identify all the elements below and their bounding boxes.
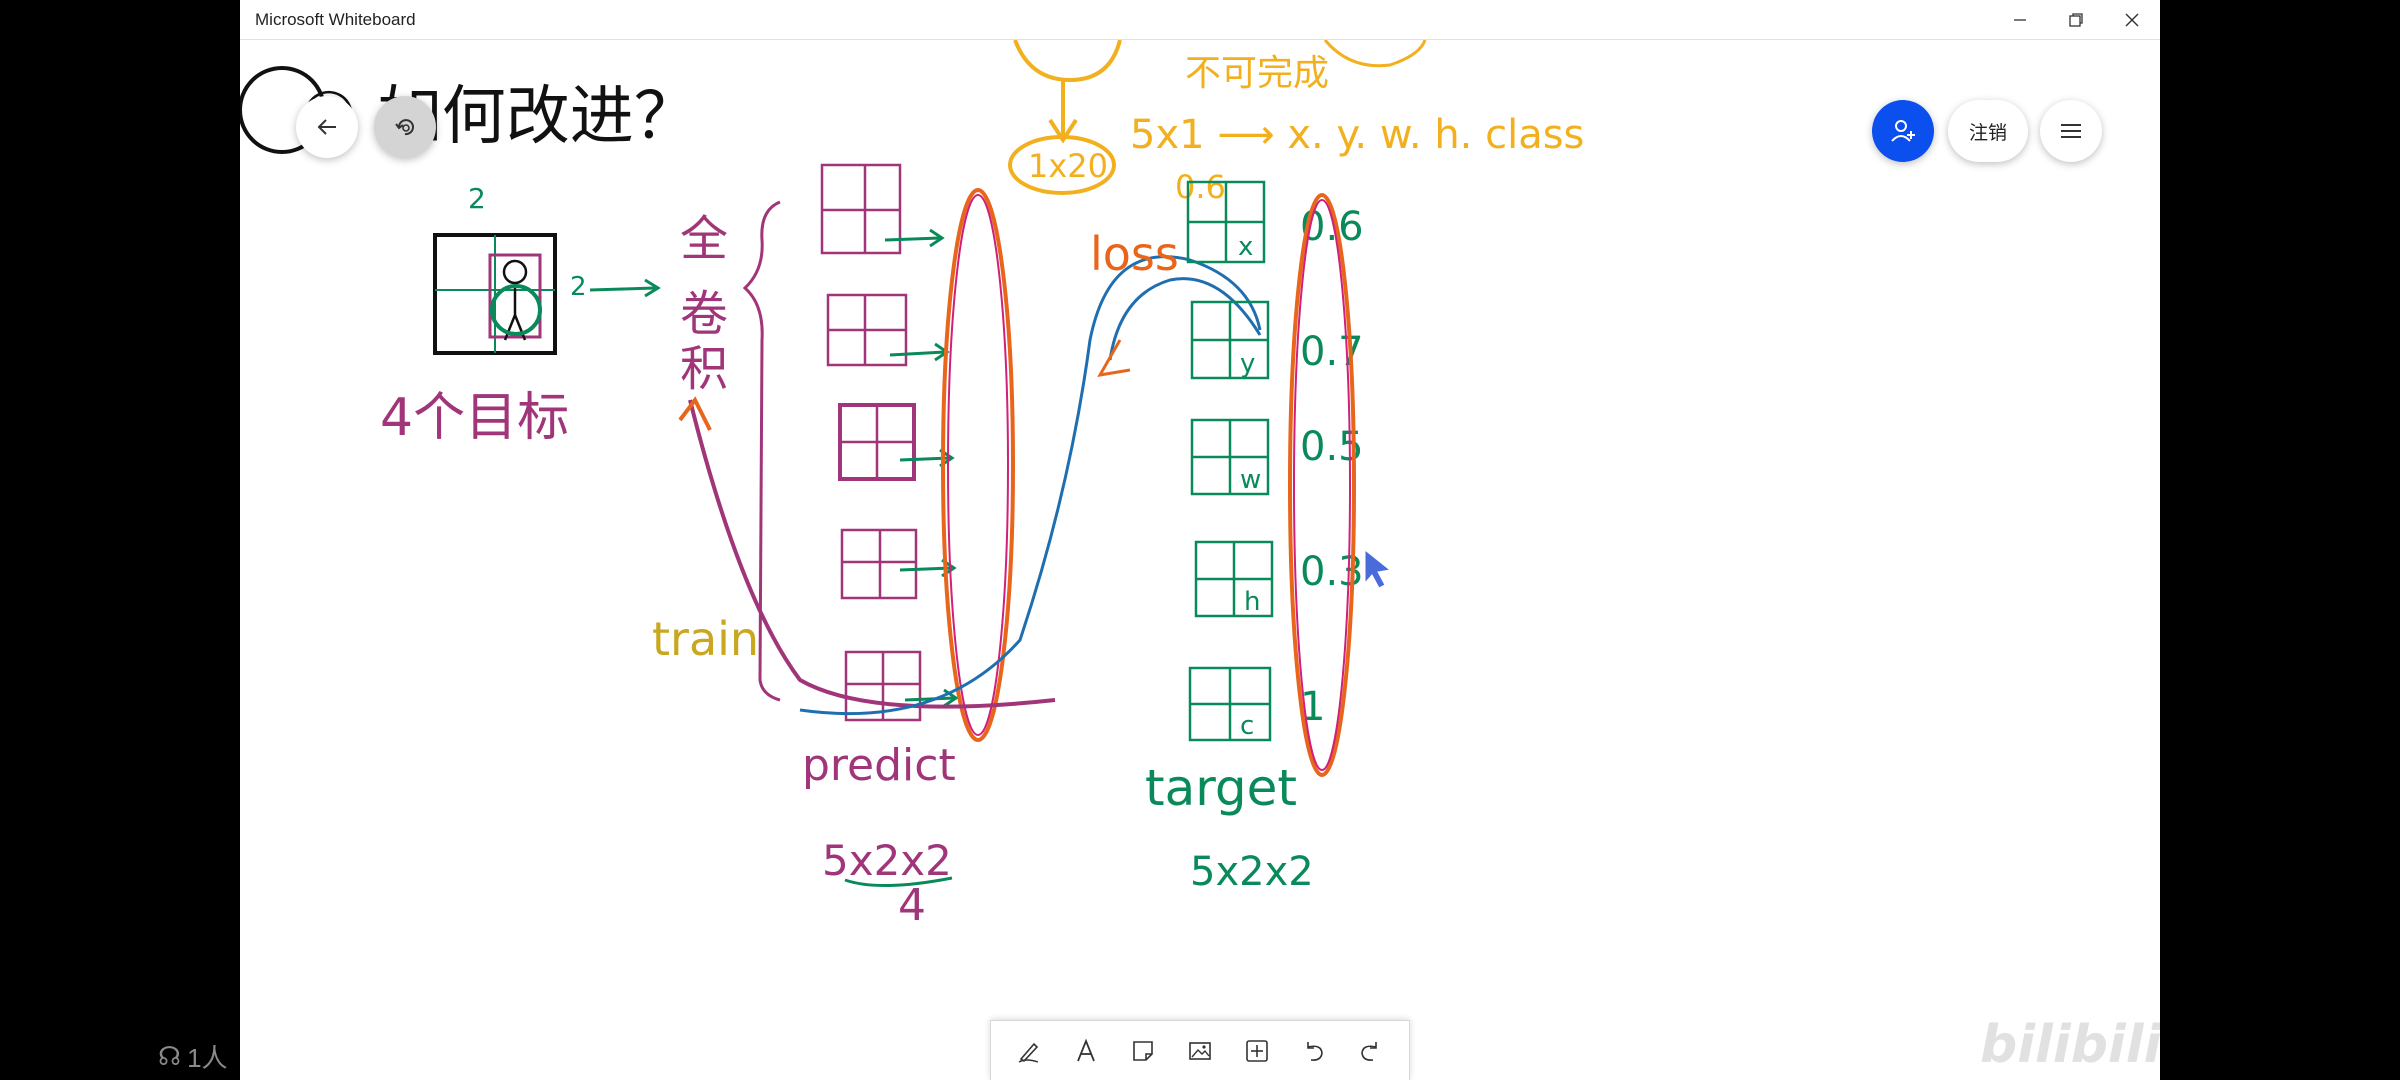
- sticky-note-icon: [1133, 1040, 1153, 1061]
- window-title: Microsoft Whiteboard: [255, 9, 416, 29]
- signout-button[interactable]: 注销: [1948, 100, 2028, 162]
- image-icon: [1189, 1041, 1211, 1060]
- minimize-icon: [2014, 19, 2026, 21]
- participants-count: 1人: [187, 1043, 228, 1073]
- text-icon: [1077, 1038, 1096, 1061]
- close-button[interactable]: [2104, 0, 2160, 40]
- ink-replay-button[interactable]: [374, 96, 436, 158]
- image-tool[interactable]: [1178, 1029, 1222, 1073]
- back-button[interactable]: [296, 96, 358, 158]
- invite-button[interactable]: [1872, 100, 1934, 162]
- predict-divisor: 4: [898, 880, 926, 931]
- predict-label: predict: [802, 740, 956, 791]
- close-icon: [2125, 13, 2139, 27]
- redo-tool[interactable]: [1348, 1029, 1392, 1073]
- yolo-vector-ink: 5x1 ⟶ x. y. w. h. class: [1130, 112, 1584, 158]
- title-bar: Microsoft Whiteboard: [240, 0, 2160, 40]
- predict-shape: 5x2x2: [822, 836, 952, 885]
- loss-label: loss: [1090, 227, 1179, 281]
- not-finished-ink: 不可完成: [1185, 53, 1329, 94]
- grid-size-top: 2: [468, 182, 486, 215]
- cell-letter-h: h: [1244, 587, 1260, 617]
- restore-button[interactable]: [2048, 0, 2104, 40]
- sticky-note-tool[interactable]: [1121, 1029, 1165, 1073]
- fully-conv-char-3: 积: [680, 341, 728, 397]
- pen-tool[interactable]: [1007, 1029, 1051, 1073]
- ink-drawing: ③ 如何改进？ 2 2 4个目标 全 卷 积: [240, 40, 1584, 931]
- people-icon: ☊: [158, 1041, 182, 1071]
- undo-tool[interactable]: [1292, 1029, 1336, 1073]
- mouse-cursor: [1364, 548, 1392, 589]
- predict-arrows: [884, 228, 959, 708]
- target-grids: [1186, 180, 1274, 742]
- text-tool[interactable]: [1064, 1029, 1108, 1073]
- brace-ink: [742, 200, 781, 702]
- hamburger-menu-icon: [2061, 124, 2081, 138]
- undo-icon: [1306, 1041, 1323, 1061]
- loss-curve-ink: [799, 255, 1262, 716]
- target-oval-ink: [1288, 193, 1356, 777]
- restore-icon: [2069, 13, 2083, 27]
- minimize-button[interactable]: [1992, 0, 2048, 40]
- redo-icon: [1361, 1041, 1378, 1061]
- pen-icon: [1019, 1042, 1039, 1063]
- train-label: train: [652, 612, 759, 666]
- fully-conv-char-2: 卷: [680, 286, 728, 342]
- whiteboard-window: Microsoft Whiteboard ③ 如何改进？ 2: [240, 0, 2160, 1080]
- predict-oval-ink: [941, 188, 1015, 742]
- heading-ink: ③ 如何改进？: [300, 80, 698, 154]
- grid-size-side: 2: [570, 272, 587, 302]
- targets-label: 4个目标: [380, 388, 569, 448]
- arrow-left-icon: [317, 119, 336, 135]
- whiteboard-canvas[interactable]: ③ 如何改进？ 2 2 4个目标 全 卷 积: [240, 40, 2160, 1080]
- ink-replay-icon: [395, 119, 414, 136]
- add-person-icon: [1891, 120, 1915, 142]
- insert-tool[interactable]: [1235, 1029, 1279, 1073]
- top-scribble-ink: 0.6: [1175, 168, 1226, 206]
- train-curve-ink: [688, 399, 1056, 709]
- participants-indicator[interactable]: ☊ 1人: [158, 1038, 228, 1075]
- fully-conv-char-1: 全: [680, 211, 728, 267]
- cell-letter-c: c: [1240, 711, 1254, 741]
- target-shape: 5x2x2: [1190, 849, 1314, 895]
- cell-letter-w: w: [1240, 465, 1261, 495]
- insert-icon: [1245, 1039, 1268, 1062]
- bottom-toolbar: [990, 1020, 1410, 1080]
- cell-letter-x: x: [1238, 232, 1253, 262]
- confidence-2: 0.7: [1300, 329, 1364, 375]
- target-cell-letters: x y w h c: [1238, 232, 1261, 741]
- yolo-shape-ink: 1x20: [1028, 147, 1108, 185]
- cell-letter-y: y: [1240, 349, 1255, 379]
- bilibili-watermark: bilibili: [1980, 1015, 2160, 1075]
- predict-grids: [820, 163, 922, 722]
- menu-button[interactable]: [2040, 100, 2102, 162]
- target-label: target: [1145, 759, 1297, 817]
